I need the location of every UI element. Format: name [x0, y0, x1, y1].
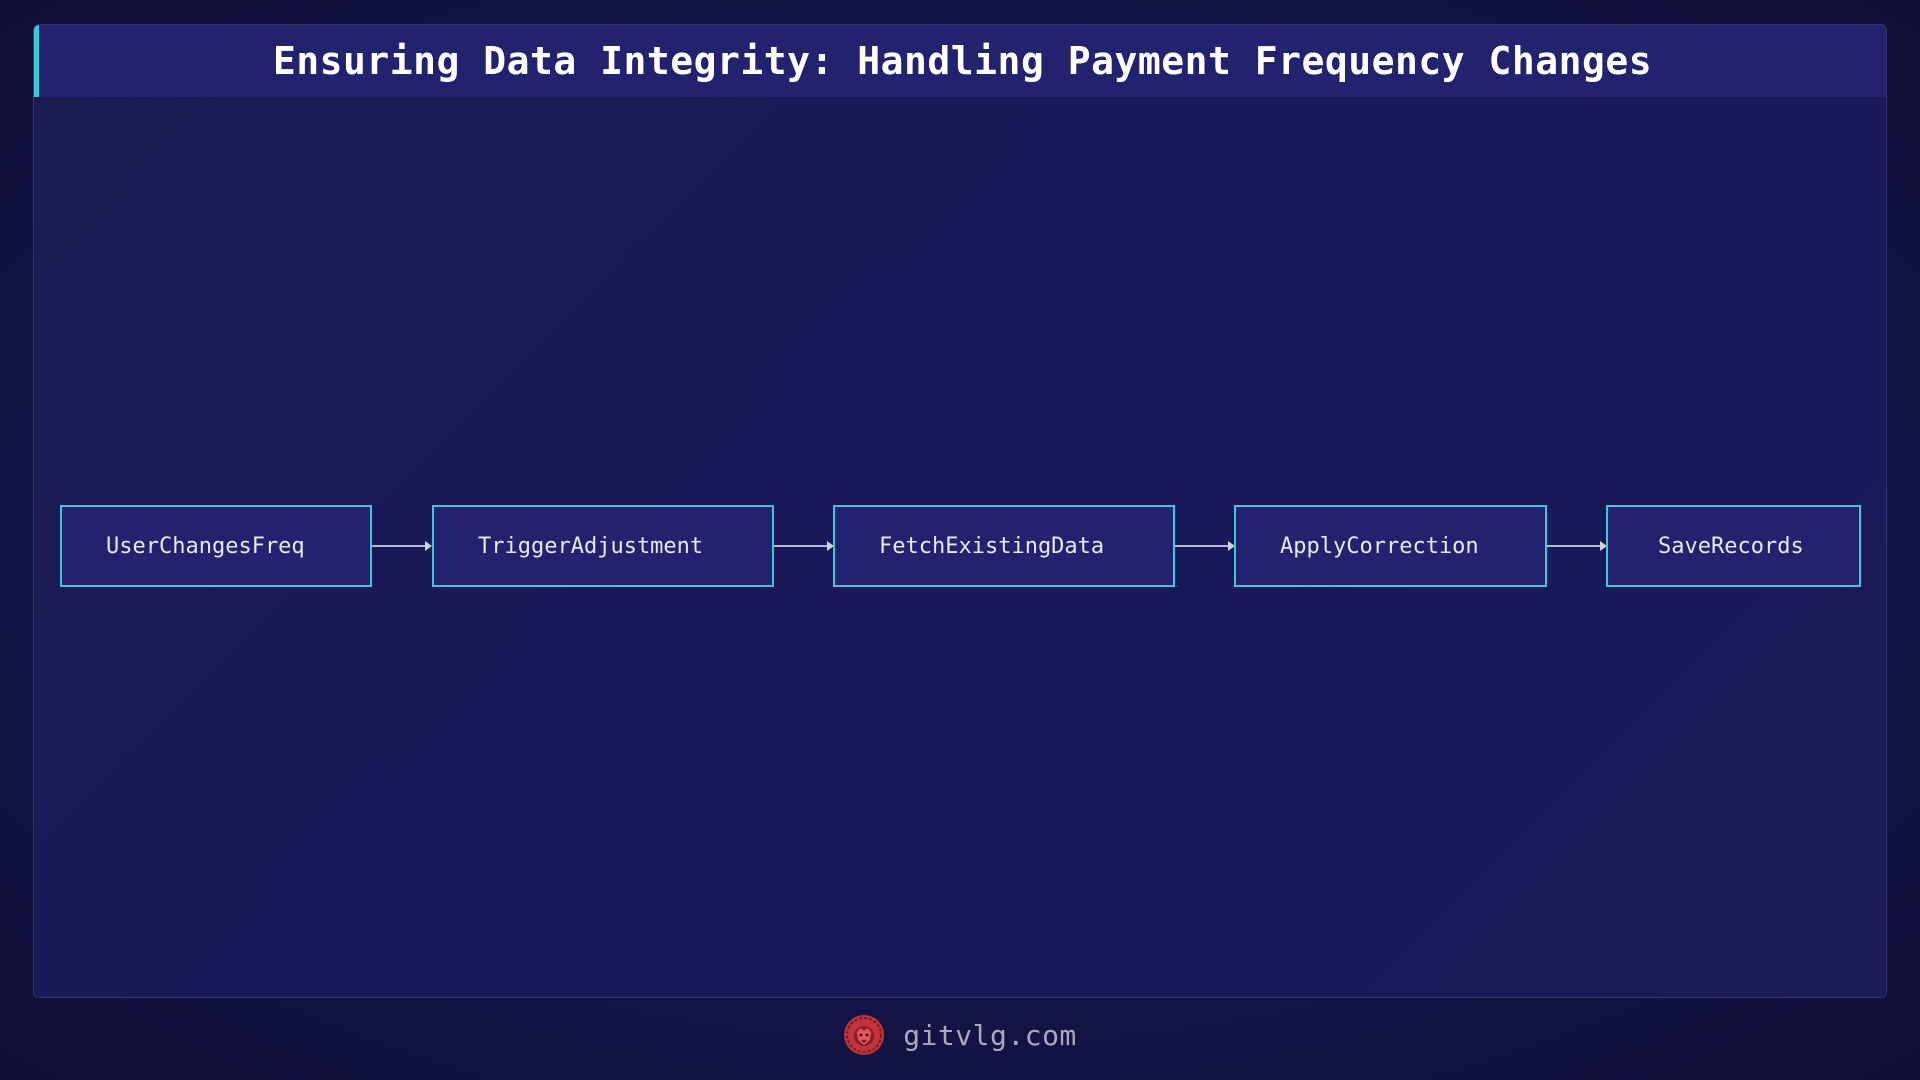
title-bar: Ensuring Data Integrity: Handling Paymen…	[34, 25, 1886, 97]
diagram-panel: Ensuring Data Integrity: Handling Paymen…	[33, 24, 1887, 998]
footer-site-link[interactable]: gitvlg.com	[903, 1018, 1077, 1052]
page-title: Ensuring Data Integrity: Handling Paymen…	[272, 39, 1653, 83]
footer: gitvlg.com	[0, 1010, 1920, 1060]
lion-logo-icon	[844, 1015, 885, 1055]
